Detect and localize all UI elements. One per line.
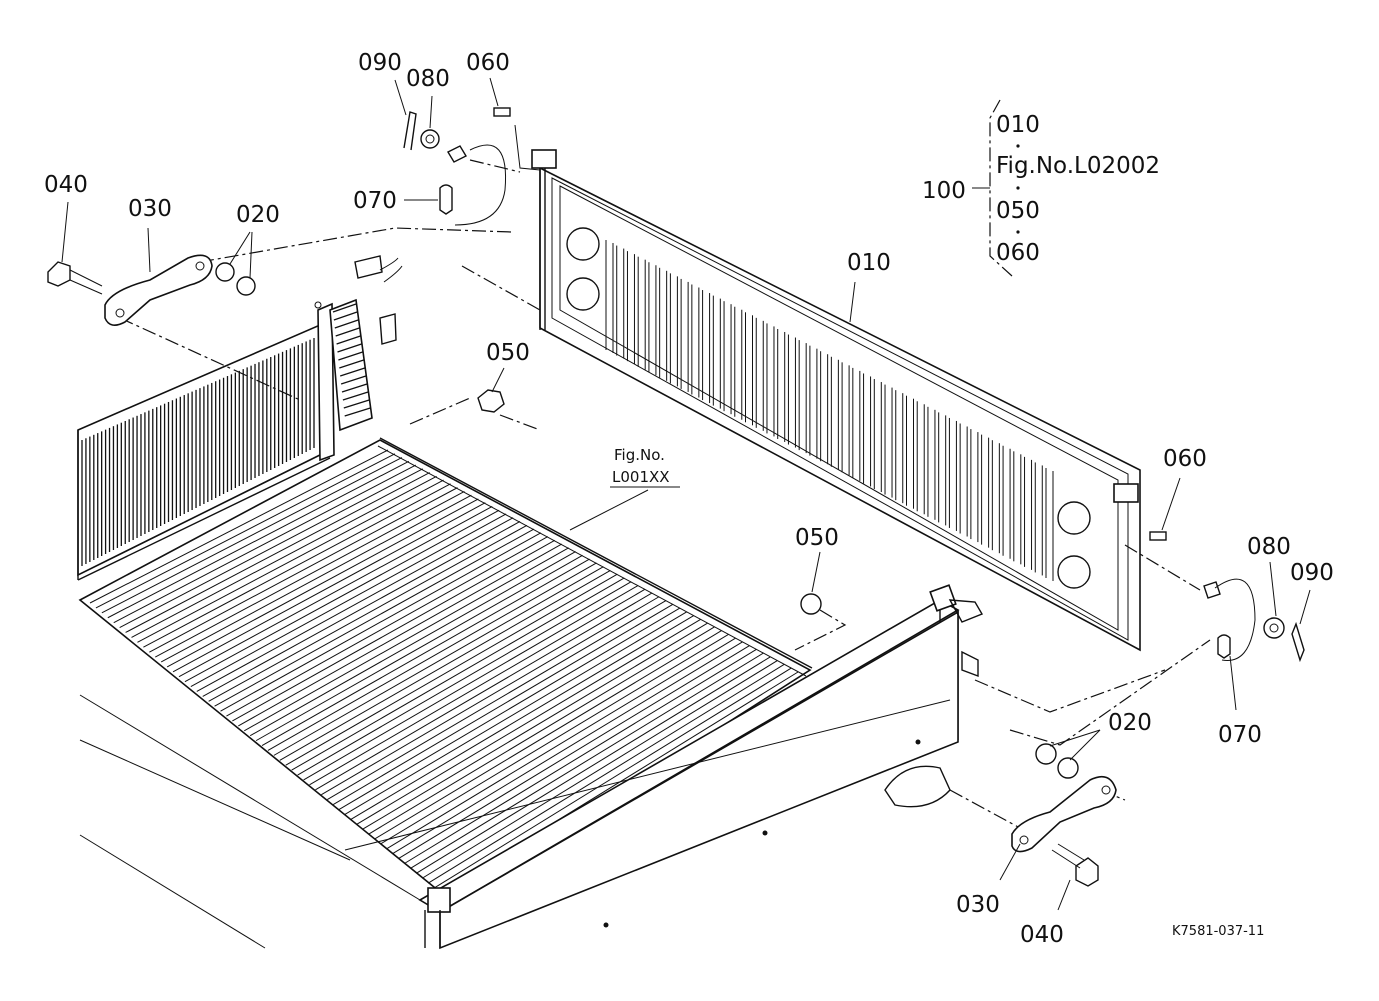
- fig-ref-line2: L001XX: [612, 468, 670, 486]
- part-labels: 090 080 060 040 030 020 070 010 050 050 …: [44, 50, 1334, 948]
- label-030-right: 030: [956, 892, 1000, 918]
- label-020-left: 020: [236, 202, 280, 228]
- cotter-pin-090-top: [403, 111, 417, 151]
- label-060-right: 060: [1163, 446, 1207, 472]
- assembly-item-3: 050: [996, 198, 1040, 224]
- fig-ref-line1: Fig.No.: [614, 446, 665, 464]
- cargo-bed: [77, 255, 984, 950]
- tailgate-010: [531, 149, 1141, 652]
- assembly-item-2: Fig.No.L02002: [996, 153, 1160, 179]
- label-040-right: 040: [1020, 922, 1064, 948]
- label-090-top: 090: [358, 50, 402, 76]
- label-090-right: 090: [1290, 560, 1334, 586]
- assembly-item-1: 010: [996, 112, 1040, 138]
- label-070-right: 070: [1218, 722, 1262, 748]
- label-070-left: 070: [353, 188, 397, 214]
- drawing-code: K7581-037-11: [1172, 924, 1264, 939]
- label-leaders: [61, 77, 1311, 911]
- leader-lines: [119, 124, 1256, 829]
- assembly-item-4: 060: [996, 240, 1040, 266]
- label-040-left: 040: [44, 172, 88, 198]
- label-080-top: 080: [406, 66, 450, 92]
- label-020-right: 020: [1108, 710, 1152, 736]
- label-080-right: 080: [1247, 534, 1291, 560]
- label-030-left: 030: [128, 196, 172, 222]
- label-010: 010: [847, 250, 891, 276]
- assembly-number: 100: [922, 178, 966, 204]
- assembly-legend: 100 010 Fig.No.L02002 050 060: [922, 99, 1160, 277]
- label-050-mid: 050: [486, 340, 530, 366]
- label-060-top: 060: [466, 50, 510, 76]
- hardware: [47, 107, 1305, 887]
- label-050-low: 050: [795, 525, 839, 551]
